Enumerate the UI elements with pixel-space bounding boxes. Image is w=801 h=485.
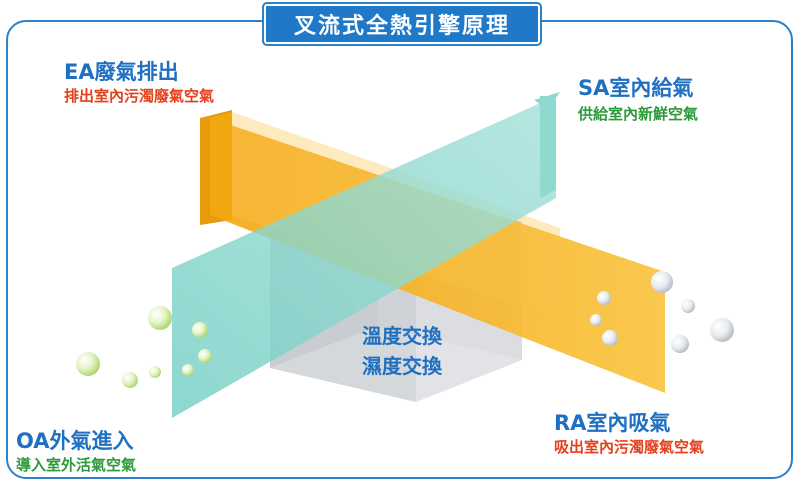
supply-airflow-plane [172, 92, 560, 418]
stale-air-bubbles [590, 271, 734, 353]
oa-sublabel: 導入室外活氣空氣 [16, 456, 137, 474]
sa-sublabel: 供給室內新鮮空氣 [578, 105, 699, 123]
humidity-exchange-label: 濕度交換 [362, 354, 442, 378]
oa-label: OA外氣進入 [16, 429, 134, 453]
fresh-air-bubbles [76, 306, 212, 388]
supply-arrow-icon [534, 92, 560, 110]
ra-label: RA室內吸氣 [554, 411, 671, 435]
sa-label: SA室內給氣 [578, 76, 694, 100]
ea-sublabel: 排出室內污濁廢氣空氣 [64, 87, 215, 105]
diagram-title: 叉流式全熱引擎原理 [264, 4, 540, 44]
temperature-exchange-label: 溫度交換 [362, 324, 442, 348]
ra-sublabel: 吸出室內污濁廢氣空氣 [554, 438, 705, 456]
ea-label: EA廢氣排出 [64, 60, 179, 84]
